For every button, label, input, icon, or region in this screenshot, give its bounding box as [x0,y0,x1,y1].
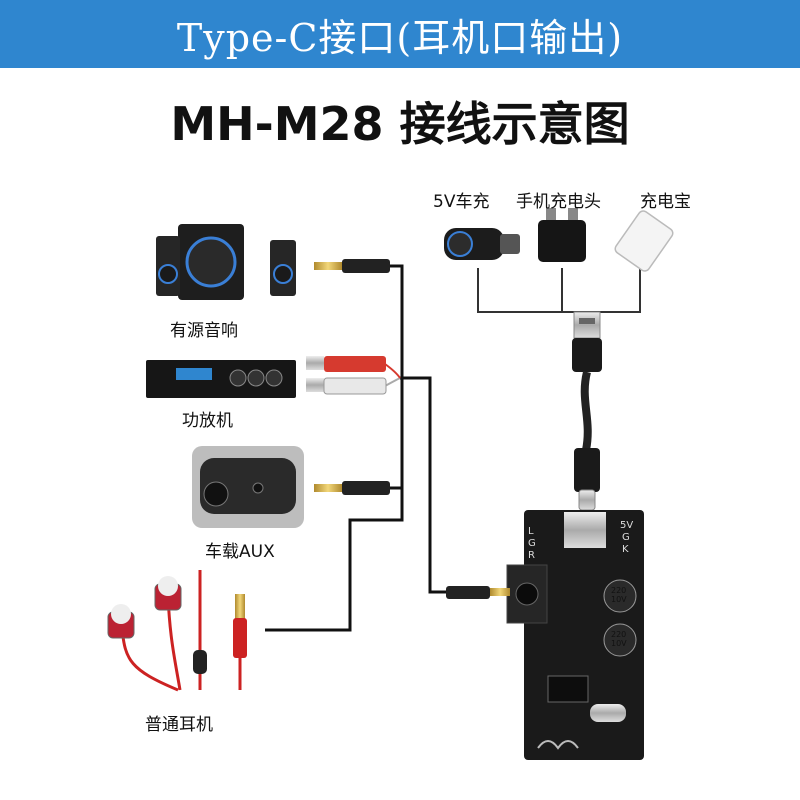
aux-plug-car-icon [314,481,390,495]
board-pin-r: R [528,550,535,561]
title-banner: Type-C接口(耳机口输出) [0,0,800,68]
car-charger-label: 5V车充 [433,192,490,212]
board-pin-l: L [528,526,534,537]
diagram-subtitle: MH-M28 接线示意图 [170,97,630,151]
rca-plugs-icon [306,356,387,395]
usb-cable [580,371,592,451]
rca-cable-white [384,377,401,387]
capacitor-bottom-voltage: 10V [611,639,627,648]
mh-m28-board [506,510,644,760]
usb-a-plug-icon [572,311,602,372]
car-aux-icon [192,446,304,528]
power-split-lines [477,268,641,318]
earphones-icon [107,570,247,692]
usb-c-plug-icon [574,448,600,511]
phone-charger-label: 手机充电头 [516,192,601,212]
amplifier-label: 功放机 [182,411,233,431]
banner-title: Type-C接口(耳机口输出) [176,15,624,60]
board-pin-k: K [622,544,629,555]
amplifier-icon [146,360,296,398]
audio-cables [265,264,446,632]
aux-plug-board-icon [446,586,510,599]
board-pin-g-left: G [528,538,536,549]
capacitor-top-voltage: 10V [611,595,627,604]
capacitor-bottom-value: 220 [611,630,627,639]
active-speaker-icon [156,224,296,300]
earphones-label: 普通耳机 [145,715,213,735]
active-speaker-label: 有源音响 [170,321,238,341]
aux-plug-speaker-icon [314,259,390,273]
capacitor-top-value: 220 [611,586,627,595]
phone-charger-icon [538,208,586,262]
power-bank-label: 充电宝 [640,192,691,212]
board-pin-g-right: G [622,532,630,543]
board-pin-5v: 5V [620,520,634,531]
car-aux-label: 车载AUX [205,542,275,562]
rca-cable-red [384,363,401,379]
car-charger-icon [444,228,520,260]
power-bank-icon [614,210,674,272]
